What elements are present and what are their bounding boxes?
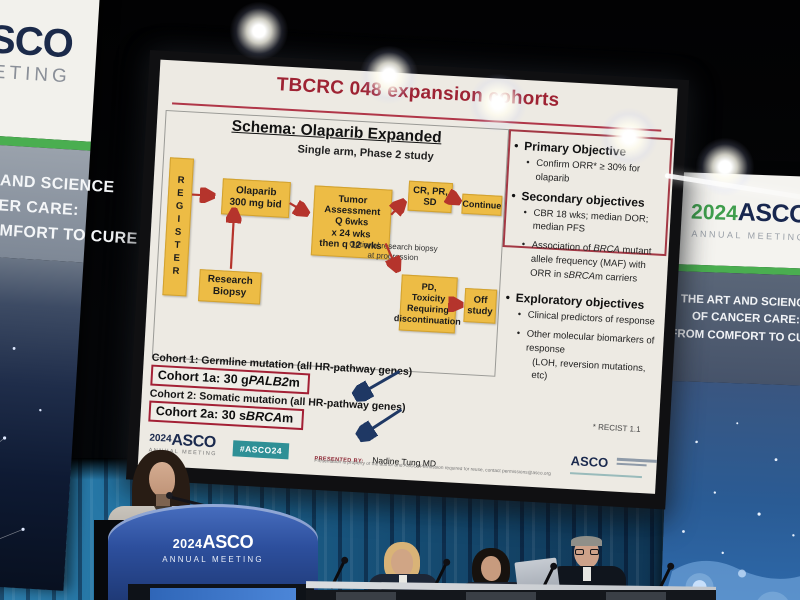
panelist-3-glasses (575, 549, 599, 556)
world-map-art (660, 422, 800, 600)
panelist-1-face (391, 549, 413, 576)
right-stage-banner: 2024ASCO ANNUAL MEETING THE ART AND SCIE… (659, 172, 800, 600)
asco-logo-year: 2024 (690, 200, 739, 226)
panelist-3-shirt (583, 567, 591, 581)
podium: 2024ASCO ANNUAL MEETING (94, 504, 330, 600)
left-banner-header: ASCO MEETING (0, 0, 100, 142)
podium-logo-name: ASCO (202, 532, 254, 552)
tagline-line: FROM COMFORT TO CURE (670, 327, 800, 345)
secondary-objective-bullet: CBR 18 wks; median DOR; median PFS (509, 205, 664, 241)
cohort-section: Cohort 1: Germline mutation (all HR-path… (148, 352, 511, 444)
slide-title: TBCRC 048 expansion cohorts (276, 74, 560, 111)
speaker-face (149, 462, 175, 497)
secondary-objective-bullet: Association of BRCA mutant allele freque… (507, 237, 663, 287)
recist-footnote: * RECIST 1.1 (592, 422, 641, 434)
tagline-line: THE ART AND SCIENCE (0, 168, 116, 197)
microphone-icon (166, 492, 173, 499)
projection-screen: TBCRC 048 expansion cohorts Schema: Olap… (125, 50, 690, 510)
table-equipment (606, 592, 666, 600)
left-banner-graphic (0, 252, 84, 591)
schema-panel: Schema: Olaparib Expanded Single arm, Ph… (151, 109, 510, 378)
podium-logo-sub: ANNUAL MEETING (162, 555, 264, 564)
right-banner-tagline: THE ART AND SCIENCE OF CANCER CARE: FROM… (668, 270, 800, 387)
asco-logo-name: ASCO (737, 198, 800, 229)
panel-table-front (306, 590, 716, 600)
table-equipment (466, 592, 536, 600)
spotlight (230, 2, 288, 60)
left-stage-banner: ASCO MEETING THE ART AND SCIENCE OF CANC… (0, 0, 138, 591)
podium-logo-year: 2024 (172, 537, 203, 551)
asco-logo-fragment: ASCO (0, 15, 75, 67)
objectives-panel: Primary Objective Confirm ORR* ≥ 30% for… (501, 129, 673, 394)
flow-arrows (191, 111, 510, 378)
asco-logo-small-tagline-bars (616, 456, 657, 469)
panelist-2-face (481, 556, 501, 581)
panelist-3-hair (571, 536, 602, 546)
table-equipment (336, 592, 396, 600)
panelist-1-collar (399, 575, 407, 587)
asco-logo-small-name: ASCO (570, 453, 609, 471)
constellation-graphic (0, 347, 42, 585)
podium-logo: 2024ASCO ANNUAL MEETING (108, 532, 318, 564)
left-banner-tagline: THE ART AND SCIENCE OF CANCER CARE: FROM… (0, 140, 138, 263)
podium-screen (150, 588, 296, 600)
slide: TBCRC 048 expansion cohorts Schema: Olap… (137, 59, 678, 494)
world-map-graphic (659, 380, 800, 600)
primary-objective-bullet: Confirm ORR* ≥ 30% for olaparib (512, 155, 667, 191)
asco-logo-sub: ANNUAL MEETING (691, 228, 800, 243)
footer-logo-year: 2024 (149, 432, 172, 445)
cohort-arrows (329, 370, 403, 451)
